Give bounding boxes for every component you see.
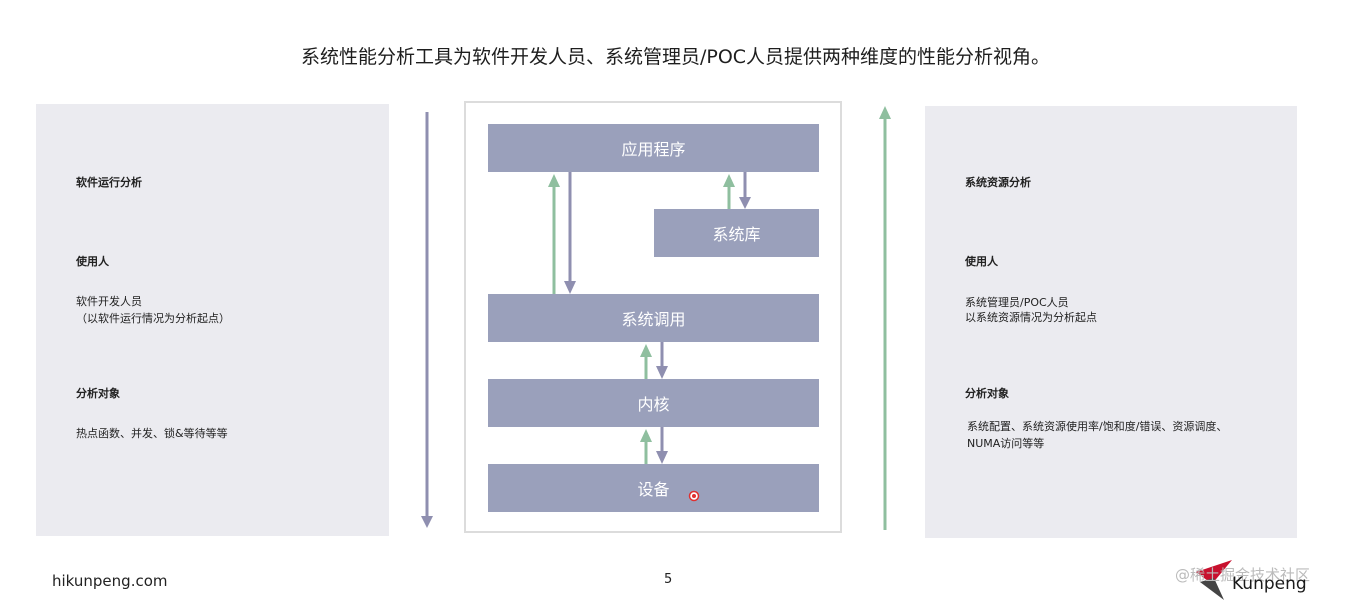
left-target-text: 热点函数、并发、锁&等待等等 <box>76 427 228 440</box>
kunpeng-logo-text: Kunpeng <box>1232 574 1307 594</box>
left-user-line2: （以软件运行情况为分析起点） <box>76 312 230 325</box>
right-target-line2: NUMA访问等等 <box>967 437 1045 450</box>
right-user-line2: 以系统资源情况为分析起点 <box>965 311 1097 324</box>
layer-system-library: 系统库 <box>654 209 819 257</box>
right-target-label: 分析对象 <box>965 387 1009 400</box>
layer-system-call: 系统调用 <box>488 294 819 342</box>
left-target-label: 分析对象 <box>76 387 120 400</box>
software-analysis-panel: 软件运行分析 使用人 软件开发人员 （以软件运行情况为分析起点） 分析对象 热点… <box>36 104 389 536</box>
footer-site: hikunpeng.com <box>52 572 168 590</box>
layer-application: 应用程序 <box>488 124 819 172</box>
left-user-line1: 软件开发人员 <box>76 295 142 308</box>
right-user-label: 使用人 <box>965 255 998 268</box>
layer-kernel: 内核 <box>488 379 819 427</box>
page-number: 5 <box>664 572 673 587</box>
system-resource-panel: 系统资源分析 使用人 系统管理员/POC人员 以系统资源情况为分析起点 分析对象… <box>925 106 1297 538</box>
system-resource-heading: 系统资源分析 <box>965 176 1031 189</box>
right-user-line1: 系统管理员/POC人员 <box>965 296 1069 309</box>
slide-title: 系统性能分析工具为软件开发人员、系统管理员/POC人员提供两种维度的性能分析视角… <box>300 46 1051 68</box>
right-target-line1: 系统配置、系统资源使用率/饱和度/错误、资源调度、 <box>967 420 1228 433</box>
software-analysis-heading: 软件运行分析 <box>76 176 142 189</box>
layer-device: 设备 <box>488 464 819 512</box>
system-view-up-arrow <box>879 106 891 530</box>
watermark-text: @稀土掘金技术社区 <box>1175 566 1311 584</box>
software-view-down-arrow <box>421 112 433 528</box>
left-user-label: 使用人 <box>76 255 109 268</box>
